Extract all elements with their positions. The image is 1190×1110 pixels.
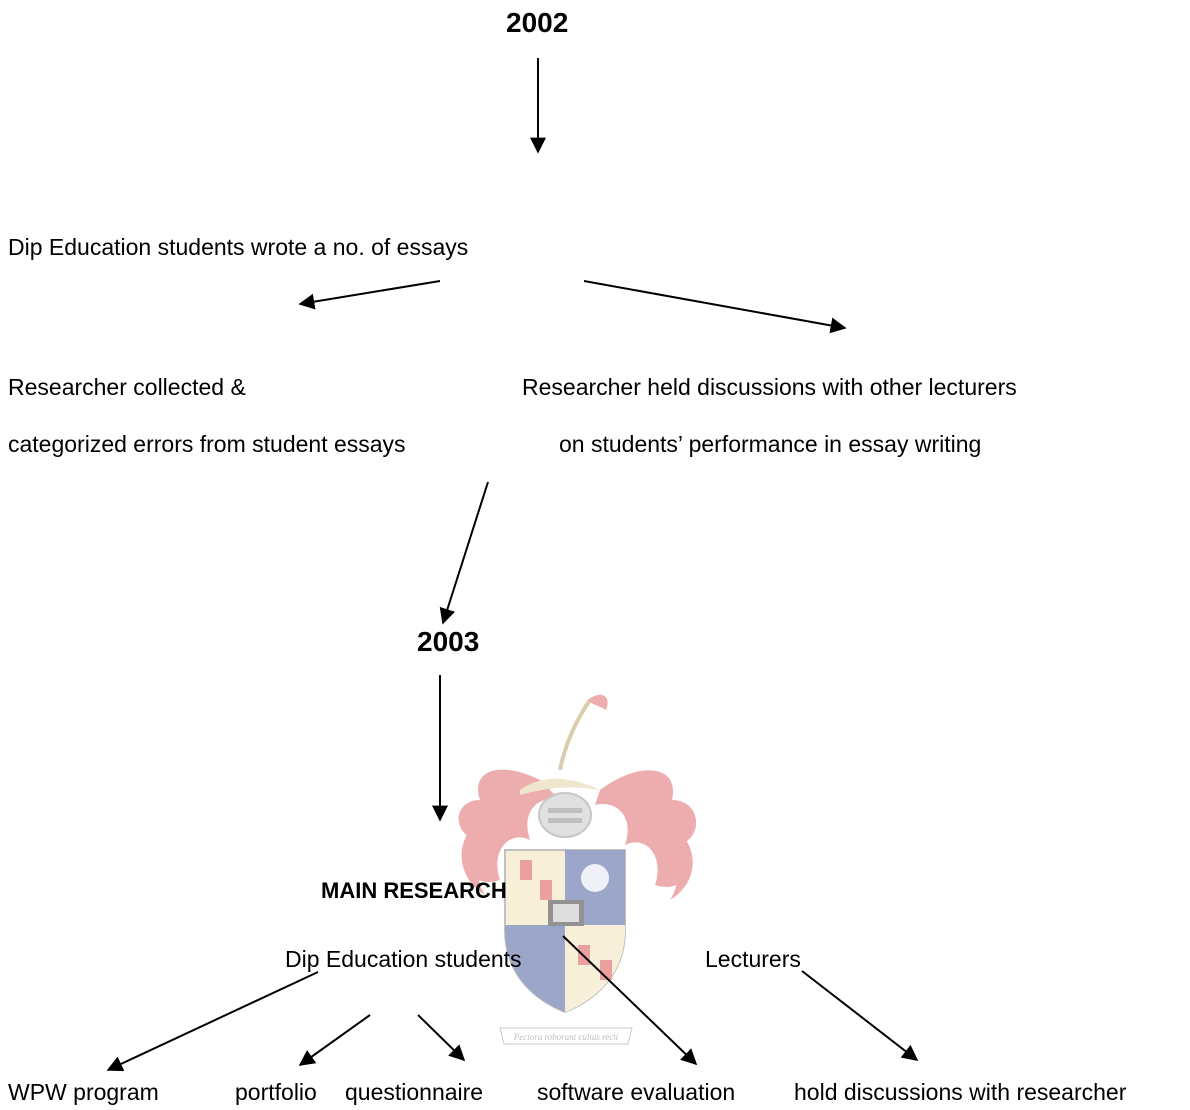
- right-branch-line2: on students’ performance in essay writin…: [559, 431, 982, 457]
- lecturers-node: Lecturers: [705, 946, 801, 972]
- arrow-to-software-evaluation: [562, 935, 698, 1066]
- arrow-to-discussions: [801, 970, 919, 1061]
- arrow-to-left-branch: [298, 280, 441, 310]
- year-2002-label: 2002: [506, 7, 569, 38]
- outcome-wpw-program: WPW program: [8, 1079, 159, 1105]
- arrow-to-questionnaire: [417, 1014, 466, 1062]
- crest-motto: Pectora roborant cultus recti: [513, 1032, 619, 1042]
- left-branch-line2: categorized errors from student essays: [8, 431, 406, 457]
- outcome-software-evaluation: software evaluation: [537, 1079, 736, 1105]
- right-branch-line1: Researcher held discussions with other l…: [522, 374, 1017, 400]
- pilot-study-text: Dip Education students wrote a no. of es…: [8, 234, 469, 260]
- arrow-to-wpw: [106, 971, 319, 1072]
- students-node: Dip Education students: [285, 946, 522, 972]
- year-2003-label: 2003: [417, 626, 480, 657]
- main-research-heading: MAIN RESEARCH: [321, 878, 507, 903]
- arrow-to-2003: [439, 481, 489, 625]
- arrow-to-portfolio: [298, 1014, 371, 1066]
- arrow-to-right-branch: [583, 280, 847, 334]
- outcome-questionnaire: questionnaire: [345, 1079, 484, 1105]
- outcome-hold-discussions: hold discussions with researcher: [794, 1079, 1127, 1105]
- left-branch-line1: Researcher collected &: [8, 374, 246, 400]
- outcome-portfolio: portfolio: [235, 1079, 317, 1105]
